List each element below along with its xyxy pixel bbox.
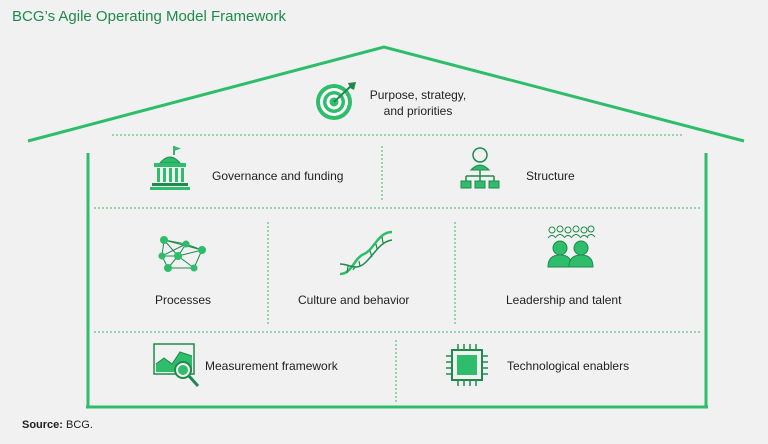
government-building-icon bbox=[150, 146, 190, 190]
governance-label: Governance and funding bbox=[212, 169, 344, 183]
network-nodes-icon bbox=[158, 236, 206, 272]
org-chart-icon bbox=[460, 147, 500, 189]
measurement-label: Measurement framework bbox=[205, 359, 338, 373]
diagram-title: BCG’s Agile Operating Model Framework bbox=[12, 8, 286, 25]
leadership-label: Leadership and talent bbox=[506, 293, 622, 307]
people-group-icon bbox=[547, 225, 596, 268]
roof-outline bbox=[27, 45, 745, 143]
chart-magnifier-icon bbox=[153, 343, 200, 388]
technological-label: Technological enablers bbox=[507, 359, 630, 373]
microchip-icon bbox=[446, 344, 488, 386]
culture-label: Culture and behavior bbox=[298, 293, 410, 307]
source-value: BCG. bbox=[66, 419, 93, 431]
dna-icon bbox=[339, 230, 393, 276]
structure-label: Structure bbox=[526, 169, 575, 183]
target-icon bbox=[316, 82, 356, 120]
source-label: Source: bbox=[22, 419, 63, 431]
roof-label-line1: Purpose, strategy, bbox=[369, 88, 467, 102]
roof-label-line2: and priorities bbox=[383, 104, 453, 118]
processes-label: Processes bbox=[155, 293, 212, 307]
source-note: Source: BCG. bbox=[22, 419, 93, 431]
